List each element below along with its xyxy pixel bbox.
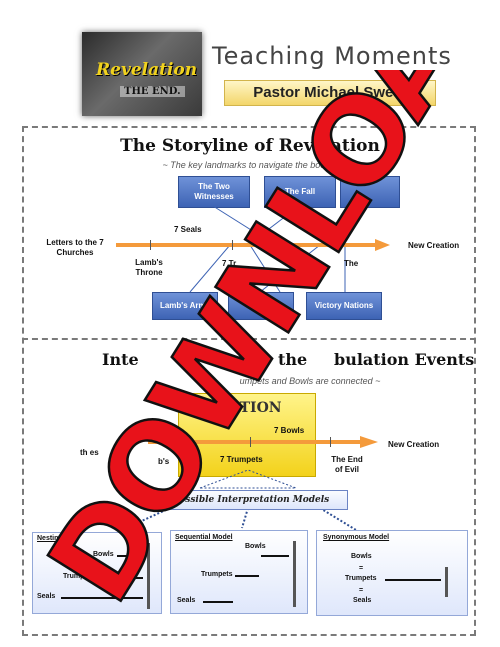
label-partial-thes: th es bbox=[80, 448, 99, 457]
label-end-of-evil: The End of Evil bbox=[331, 455, 363, 474]
synonymous-bowls-label: Bowls bbox=[351, 553, 372, 560]
sequential-bowls-label: Bowls bbox=[245, 543, 266, 550]
sequential-bowls-arrow bbox=[261, 555, 289, 557]
box-the-fall: The Fall bbox=[264, 176, 336, 208]
storyline-title: The Storyline of Revelation bbox=[120, 136, 380, 156]
nesting-seals-label: Seals bbox=[37, 593, 56, 600]
nesting-model-title: Nesting Do bbox=[37, 535, 74, 542]
label-lambs-throne: Lamb's Throne bbox=[135, 258, 163, 277]
events-timeline bbox=[148, 440, 362, 444]
label-new-creation-2: New Creation bbox=[388, 440, 440, 449]
events-subtitle: umpets and Bowls are connected ~ bbox=[239, 376, 381, 386]
nesting-bowls-arrow bbox=[117, 555, 143, 557]
timeline-tick bbox=[232, 240, 233, 250]
section-divider bbox=[22, 338, 476, 340]
label-7-trumpets: 7 Trumpets bbox=[220, 455, 263, 464]
label-partial-to: to bbox=[124, 438, 132, 447]
box-victory-nations: Victory Nations bbox=[306, 292, 382, 320]
box-two-witnesses: The Two Witnesses bbox=[178, 176, 250, 208]
sequential-trumpets-label: Trumpets bbox=[201, 571, 233, 578]
storyline-subtitle: ~ The key landmarks to navigate the book… bbox=[162, 160, 338, 170]
timeline-tick bbox=[150, 240, 151, 250]
label-7-trumpets-partial: 7 Tr bbox=[222, 259, 237, 268]
revelation-box: ELATION bbox=[178, 393, 316, 477]
label-7-seals: 7 Seals bbox=[174, 225, 202, 234]
events-title-left: Inte bbox=[102, 350, 139, 369]
synonymous-arrow bbox=[385, 579, 441, 581]
sequential-seals-arrow bbox=[203, 601, 233, 603]
synonymous-eq2: = bbox=[359, 587, 364, 594]
nesting-trumpets-label: Trumpets bbox=[63, 573, 95, 580]
synonymous-model-panel: Synonymous Model Bowls = Trumpets = Seal… bbox=[316, 530, 468, 616]
events-title-mid: the bbox=[278, 350, 308, 369]
content-frame bbox=[22, 126, 476, 636]
synonymous-eq1: = bbox=[359, 565, 364, 572]
label-the-partial: The bbox=[344, 259, 359, 268]
nesting-model-panel: Nesting Do Bowls Trumpets Seals bbox=[32, 532, 162, 614]
nesting-end-bar bbox=[147, 543, 150, 609]
revelation-thumbnail: Revelation THE END. bbox=[82, 32, 202, 116]
nesting-bowls-label: Bowls bbox=[93, 551, 114, 558]
label-letters: Letters to the 7 Churches bbox=[46, 238, 104, 257]
sequential-trumpets-arrow bbox=[235, 575, 259, 577]
sequential-seals-label: Seals bbox=[177, 597, 196, 604]
download-watermark: DOWNLOAD bbox=[20, 70, 490, 626]
thumbnail-subtitle: THE END. bbox=[120, 86, 185, 97]
synonymous-end-bar bbox=[445, 567, 448, 597]
revelation-box-title: ELATION bbox=[209, 400, 282, 416]
watermark-text: DOWNLOAD bbox=[22, 70, 490, 625]
label-new-creation: New Creation bbox=[408, 241, 460, 250]
sequential-end-bar bbox=[293, 541, 296, 607]
thumbnail-title: Revelation bbox=[96, 60, 198, 80]
presenter-badge: Pastor Michael Sweet bbox=[224, 80, 436, 106]
synonymous-seals-label: Seals bbox=[353, 597, 372, 604]
models-header: Possible Interpretation Models bbox=[154, 490, 348, 510]
box-lambs-army: Lamb's Army bbox=[152, 292, 218, 320]
events-tick bbox=[330, 437, 331, 447]
synonymous-trumpets-label: Trumpets bbox=[345, 575, 377, 582]
synonymous-model-title: Synonymous Model bbox=[323, 534, 390, 541]
nesting-seals-arrow bbox=[61, 597, 143, 599]
sequential-model-panel: Sequential Model Bowls Trumpets Seals bbox=[170, 530, 308, 614]
nesting-trumpets-arrow bbox=[103, 577, 143, 579]
sequential-model-title: Sequential Model bbox=[175, 534, 233, 541]
box-top-right bbox=[340, 176, 400, 208]
label-partial-bs: b's bbox=[158, 457, 170, 466]
label-7-bowls: 7 Bowls bbox=[274, 426, 305, 435]
storyline-timeline bbox=[116, 243, 378, 247]
events-tick bbox=[250, 437, 251, 447]
events-title-right: bulation Events bbox=[334, 350, 475, 369]
box-spe: of Spe bbox=[228, 292, 294, 320]
page-title: Teaching Moments bbox=[212, 42, 452, 70]
